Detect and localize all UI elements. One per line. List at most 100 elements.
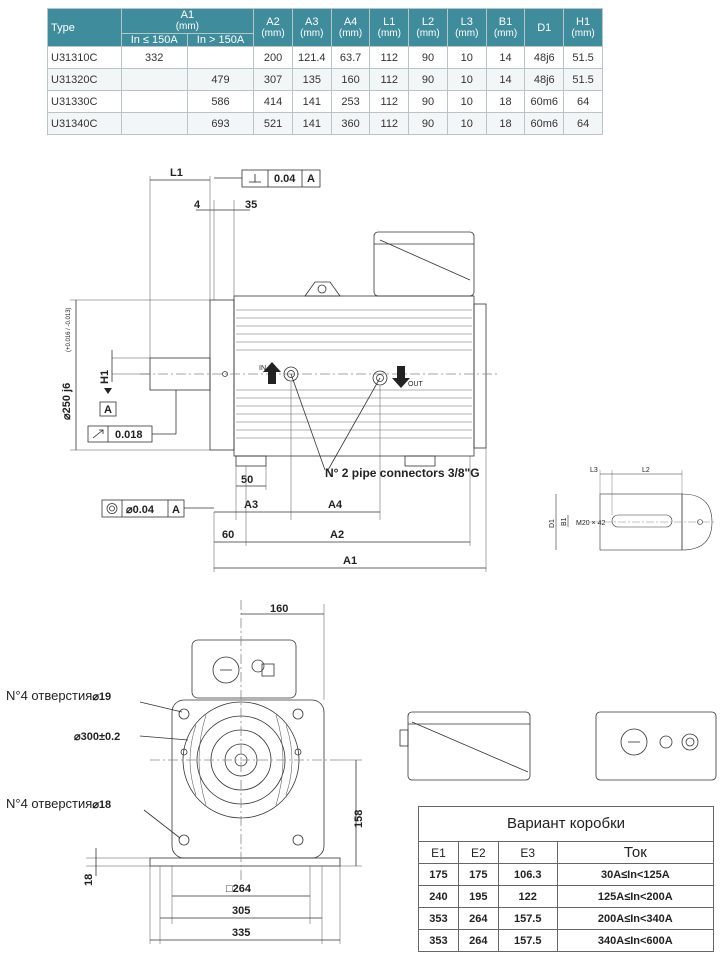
table-cell: 10: [446, 112, 487, 135]
table-cell: 122: [497, 885, 558, 908]
front-base-plate: [149, 857, 341, 867]
col-l1: L1(mm): [369, 8, 410, 47]
perp-tolerance: 0.04: [274, 173, 296, 185]
holes-18-note: N°4 отверстия⌀18: [6, 796, 111, 811]
col-l2: L2(mm): [408, 8, 448, 47]
box-table-header-cell: E1: [418, 841, 459, 864]
perp-ref: A: [307, 173, 315, 185]
table-cell: 353: [418, 929, 459, 952]
table-cell: U31340C: [47, 112, 122, 135]
dim-50: 50: [241, 474, 253, 486]
front-housing: [171, 699, 325, 859]
box-front-view: [595, 711, 717, 781]
dim-158: 158: [353, 810, 365, 828]
table-cell: 157.5: [497, 907, 558, 930]
spec-table: Type A1(mm) A2(mm) A3(mm) A4(mm) L1(mm) …: [47, 8, 603, 135]
detail-d1: D1: [549, 519, 556, 528]
dim-160: 160: [270, 603, 288, 615]
motor-flange: [209, 299, 235, 451]
terminal-box: [373, 231, 475, 297]
detail-b1: B1: [561, 517, 568, 526]
table-cell: 521: [253, 112, 293, 135]
table-cell: 141: [291, 112, 332, 135]
table-cell: 240: [418, 885, 459, 908]
box-table-header-cell: Ток: [556, 841, 715, 864]
pipe-connector-out: [372, 370, 388, 386]
table-cell: 30A≤In<125A: [556, 863, 715, 886]
box-side-view: [407, 711, 531, 781]
col-type: Type: [47, 8, 122, 47]
table-cell: 60m6: [524, 112, 565, 135]
table-cell: 195: [457, 885, 499, 908]
table-cell: U31320C: [47, 68, 122, 91]
cooling-fins: [236, 309, 472, 439]
table-cell: 157.5: [497, 929, 558, 952]
box-table-header-cell: E2: [457, 841, 499, 864]
pipe-connector-note: N° 2 pipe connectors 3/8"G: [325, 466, 480, 480]
terminal-box-views: [399, 711, 717, 781]
table-cell: 90: [408, 90, 448, 113]
table-cell: 18: [485, 112, 526, 135]
table-cell: 112: [369, 68, 410, 91]
table-cell: 200A≤In<340A: [556, 907, 715, 930]
front-view: 160 N°4 отверстия⌀19 ⌀300±0.2 N°4 отверс…: [6, 600, 365, 944]
dim-4: 4: [194, 199, 201, 211]
dim-dia-250-tol: (+0.016 / -0.013): [66, 307, 72, 352]
dim-60: 60: [222, 529, 234, 541]
table-cell: 10: [446, 46, 487, 69]
dim-a4: A4: [328, 499, 343, 511]
table-cell: 48j6: [524, 68, 565, 91]
col-b1: B1(mm): [485, 8, 526, 47]
table-cell: [120, 112, 188, 135]
dim-18: 18: [83, 874, 95, 886]
dim-a1: A1: [343, 555, 357, 567]
dim-264: □264: [226, 883, 252, 895]
dim-h1: H1: [99, 370, 111, 384]
perpendicularity-frame: [241, 169, 321, 188]
col-h1: H1(mm): [563, 8, 603, 47]
concentricity-ref: A: [172, 504, 180, 516]
rear-cap: [473, 303, 487, 449]
in-arrow-icon: [263, 362, 281, 384]
box-table-title: Вариант коробки: [418, 806, 714, 841]
side-view: IN OUT N° 2 pipe connectors 3/8"G L1 0.0…: [61, 167, 500, 572]
col-a3: A3(mm): [291, 8, 332, 47]
detail-thread: M20 × 42: [576, 520, 605, 527]
table-cell: 693: [186, 112, 255, 135]
table-cell: 90: [408, 68, 448, 91]
table-cell: 64: [563, 112, 603, 135]
concentricity-tolerance: ⌀0.04: [126, 504, 155, 516]
dim-dia-300: ⌀300±0.2: [74, 731, 120, 743]
table-cell: 64: [563, 90, 603, 113]
table-cell: 175: [418, 863, 459, 886]
detail-l2: L2: [642, 467, 650, 474]
table-cell: 353: [418, 907, 459, 930]
table-cell: 125A≤In<200A: [556, 885, 715, 908]
table-cell: 264: [457, 929, 499, 952]
front-terminal-box: [191, 639, 297, 699]
table-cell: 112: [369, 90, 410, 113]
lifting-eye: [304, 281, 341, 297]
out-label: OUT: [408, 381, 424, 388]
datum-a-frame: [99, 401, 117, 417]
pipe-connector-in: [283, 366, 299, 382]
table-cell: U31310C: [47, 46, 122, 69]
table-cell: 160: [330, 68, 371, 91]
col-l3: L3(mm): [446, 8, 487, 47]
shaft-detail: L3 L2 D1 B1 M20 × 42: [549, 467, 715, 551]
table-cell: 264: [457, 907, 499, 930]
table-cell: 479: [186, 68, 255, 91]
table-cell: 175: [457, 863, 499, 886]
table-cell: 51.5: [563, 68, 603, 91]
table-cell: 340A≤In<600A: [556, 929, 715, 952]
